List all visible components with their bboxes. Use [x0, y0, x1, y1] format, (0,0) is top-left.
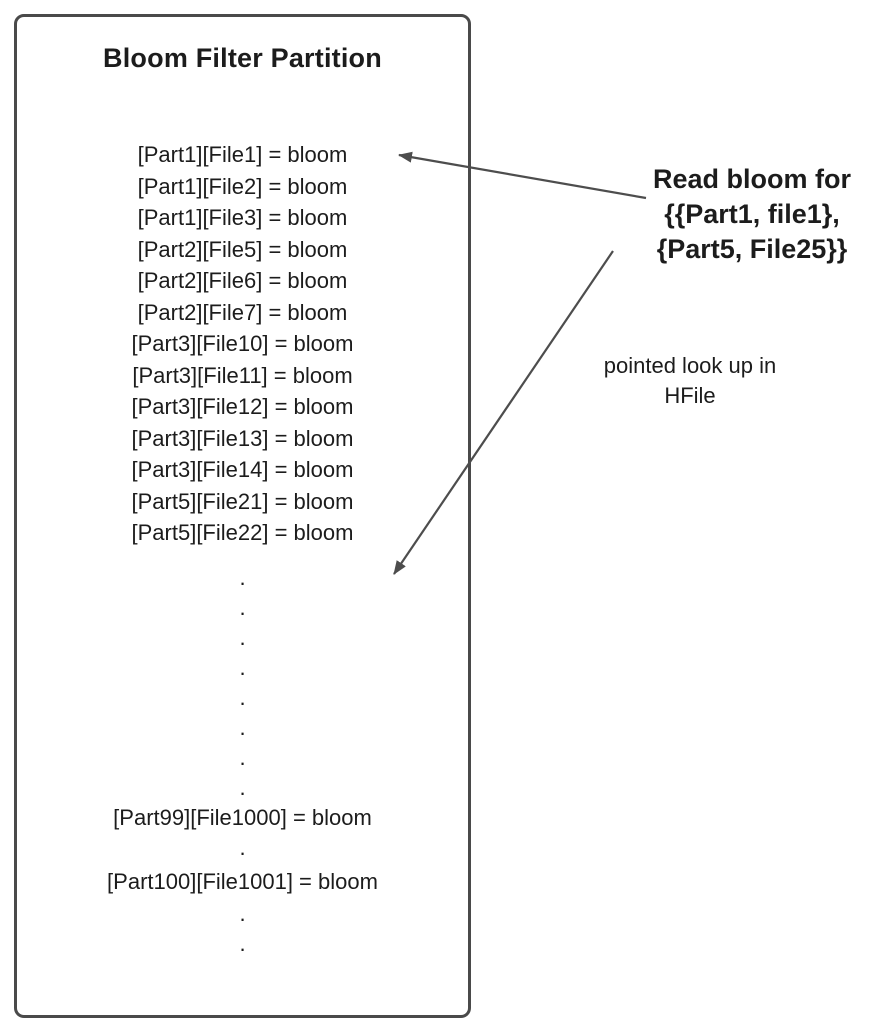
bloom-entry: [Part3][File11] = bloom: [132, 362, 353, 388]
bloom-entry: [Part5][File22] = bloom: [131, 520, 354, 545]
ellipsis-dots-between: .: [17, 833, 468, 863]
ellipsis-dot: .: [239, 775, 246, 800]
bloom-entry: [Part3][File10] = bloom: [131, 331, 354, 356]
ellipsis-dot: .: [239, 835, 246, 860]
bloom-entry: [Part3][File12] = bloom: [131, 394, 354, 419]
ellipsis-dot: .: [239, 565, 246, 590]
ellipsis-dot: .: [239, 655, 246, 680]
pointed-lookup-line-1: pointed look up in: [603, 353, 777, 378]
read-bloom-line-2: {{Part1, file1},: [664, 199, 840, 229]
bloom-entry: [Part2][File6] = bloom: [137, 268, 348, 293]
pointed-lookup-annotation: pointed look up in HFile: [560, 351, 820, 411]
bloom-entry: [Part1][File3] = bloom: [137, 205, 348, 230]
bloom-entry: [Part1][File2] = bloom: [137, 173, 348, 199]
bloom-filter-partition-box: Bloom Filter Partition [Part1][File1] = …: [14, 14, 471, 1018]
bloom-entry: [Part1][File1] = bloom: [137, 142, 348, 167]
ellipsis-dot: .: [239, 595, 246, 620]
bloom-entry: [Part5][File21] = bloom: [131, 488, 354, 514]
read-bloom-annotation: Read bloom for {{Part1, file1}, {Part5, …: [620, 162, 884, 267]
ellipsis-dot: .: [239, 685, 246, 710]
bloom-entry-part100: [Part100][File1001] = bloom: [107, 869, 378, 894]
bloom-entry: [Part2][File7] = bloom: [137, 299, 348, 325]
bloom-entry-list: [Part1][File1] = bloom [Part1][File2] = …: [17, 139, 468, 549]
bloom-entry: [Part3][File13] = bloom: [131, 425, 354, 451]
ellipsis-dot: .: [239, 745, 246, 770]
ellipsis-dot: .: [239, 901, 246, 926]
bloom-entry: [Part3][File14] = bloom: [131, 457, 354, 482]
ellipsis-dot: .: [239, 625, 246, 650]
ellipsis-dots-end: . .: [17, 899, 468, 959]
ellipsis-dot: .: [239, 931, 246, 956]
box-title: Bloom Filter Partition: [103, 43, 382, 73]
read-bloom-line-3: {Part5, File25}}: [656, 234, 848, 264]
bloom-entry-part99: [Part99][File1000] = bloom: [113, 805, 372, 830]
pointed-lookup-line-2: HFile: [664, 383, 716, 408]
ellipsis-dot: .: [239, 715, 246, 740]
read-bloom-line-1: Read bloom for: [652, 164, 851, 194]
ellipsis-dots-upper: . . . . . . . .: [17, 563, 468, 803]
bloom-entry: [Part2][File5] = bloom: [137, 236, 348, 262]
